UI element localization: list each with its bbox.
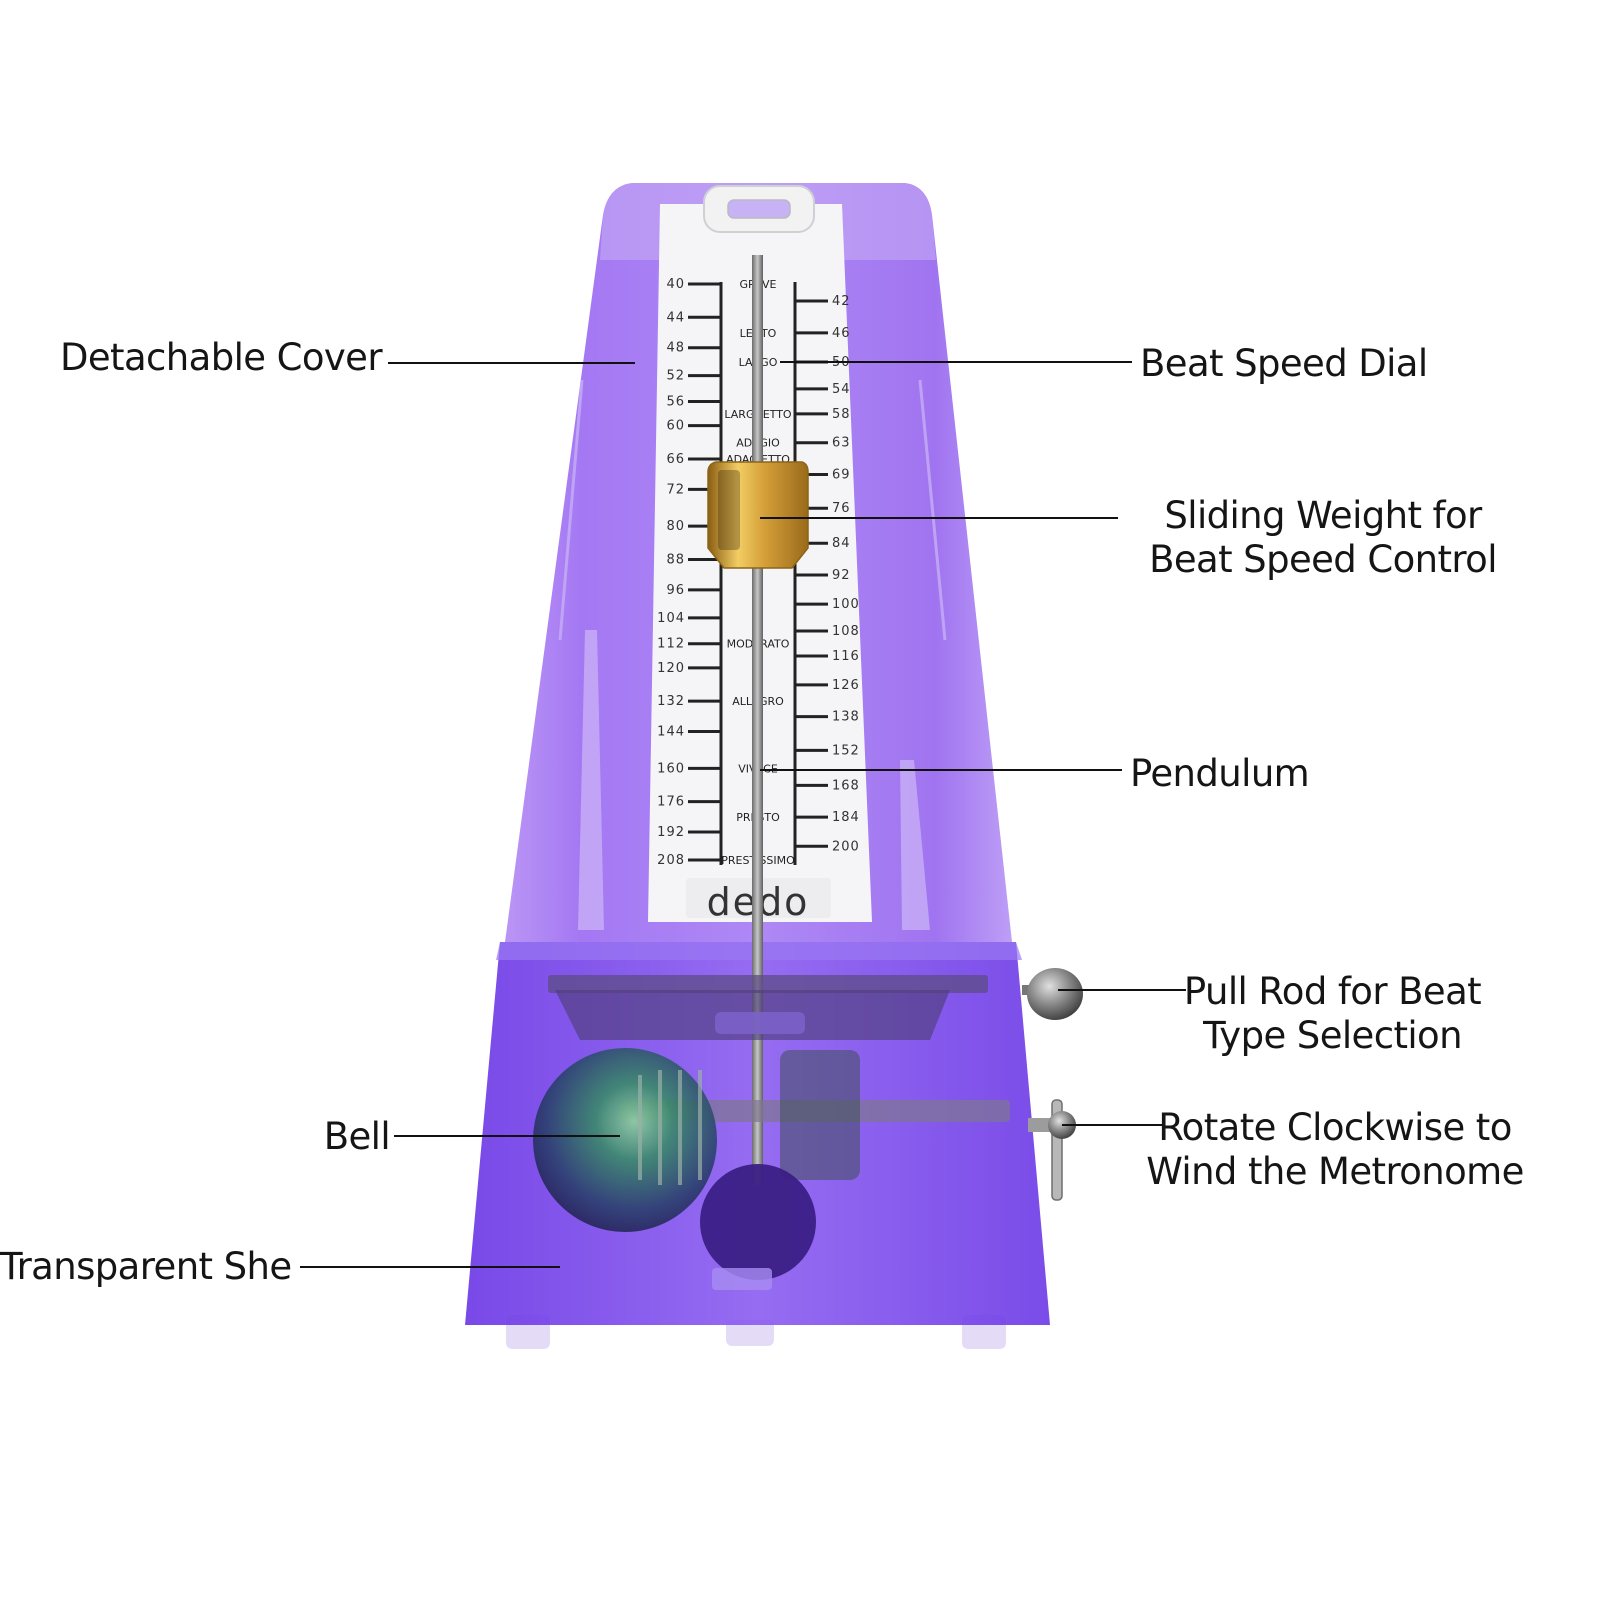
left-scale-number: 40 [666,277,685,292]
sliding-weight [707,461,809,569]
pendulum-counterweight [700,1164,816,1280]
left-scale-number: 176 [657,795,685,810]
left-scale-number: 44 [666,310,685,325]
bell-shape [533,1048,717,1232]
left-scale-number: 48 [666,341,685,356]
left-scale-number: 192 [657,825,685,840]
left-scale-number: 66 [666,452,685,467]
left-scale-number: 132 [657,694,685,709]
right-scale-number: 42 [832,294,851,309]
left-scale-number: 144 [657,725,685,740]
left-tempo-scale: 40 44 48 52 56 60 66 72 80 88 96 104 112 120 132 144 160… [657,277,721,868]
right-scale-number: 100 [832,597,860,612]
cover-ribs [558,379,947,641]
right-scale-number: 84 [832,536,851,551]
right-scale-number: 63 [832,436,851,451]
right-scale-number: 168 [832,778,860,793]
cover-highlights [578,630,930,930]
right-scale-number: 92 [832,568,851,583]
right-scale-number: 200 [832,839,860,854]
left-scale-number: 120 [657,661,685,676]
label-wind-key: Rotate Clockwise to Wind the Metronome [1146,1106,1524,1193]
right-scale-number: 54 [832,382,851,397]
right-scale-number: 184 [832,810,860,825]
right-scale-number: 76 [832,501,851,516]
pendulum-rod [752,255,763,1185]
right-scale-number: 152 [832,743,860,758]
left-scale-number: 56 [666,395,685,410]
left-scale-number: 60 [666,419,685,434]
label-pendulum: Pendulum [1130,752,1310,795]
winding-key [1028,1099,1076,1201]
left-scale-number: 88 [666,552,685,567]
right-scale-number: 116 [832,649,860,664]
label-transparent-shell: Transparent Shell [0,1245,294,1288]
label-bell: Bell [323,1115,391,1158]
left-scale-number: 104 [657,611,685,626]
label-detachable-cover: Detachable Cover [60,336,383,379]
left-scale-number: 80 [666,519,685,534]
label-pull-rod: Pull Rod for Beat Type Selection [1183,970,1482,1057]
right-scale-number: 138 [832,710,860,725]
left-scale-number: 112 [657,637,685,652]
left-scale-number: 96 [666,583,685,598]
label-beat-speed-dial: Beat Speed Dial [1140,342,1428,385]
right-scale-number: 69 [832,467,851,482]
pull-rod-knob [1022,968,1083,1020]
left-scale-number: 52 [666,369,685,384]
mechanism [548,975,1010,1180]
left-scale-number: 208 [657,853,685,868]
right-scale-number: 58 [832,407,851,422]
left-scale-number: 72 [666,482,685,497]
label-sliding-weight: Sliding Weight for Beat Speed Control [1149,494,1497,581]
left-scale-number: 160 [657,761,685,776]
right-scale-number: 126 [832,678,860,693]
right-scale-number: 108 [832,624,860,639]
right-scale-number: 46 [832,326,851,341]
